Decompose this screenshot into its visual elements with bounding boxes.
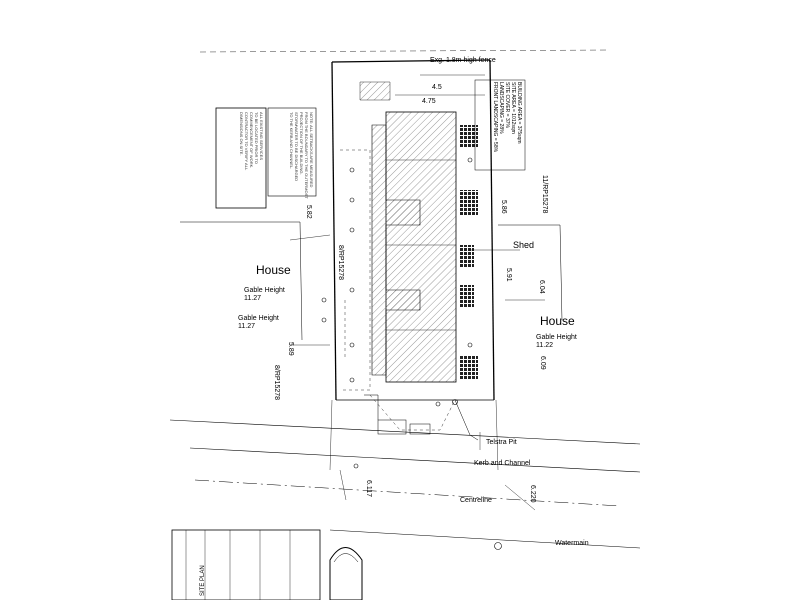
lot-centre-label: 8/RP15278 bbox=[337, 245, 344, 281]
gable-left-1-label: Gable Height bbox=[244, 287, 285, 294]
notes-right-text: NOTE: ALL SETBACKS ARE MEASURED FROM THE… bbox=[289, 112, 314, 199]
notes-left-text: ALL EXISTING SERVICES TO BE LOCATED PRIO… bbox=[239, 112, 264, 171]
dim-6-04: 6.04 bbox=[538, 280, 545, 294]
dim-5-89: 5.89 bbox=[287, 342, 294, 356]
gable-right-value: 11.22 bbox=[536, 342, 553, 349]
lot-right-label: 11/RP15278 bbox=[541, 175, 548, 214]
watermain-label: Watermain bbox=[555, 540, 589, 547]
site-table-line: BUILDING AREA = 375sqm bbox=[516, 82, 522, 144]
site-table-line: SITE COVER = 37% bbox=[504, 82, 510, 128]
dim-6-117: 6.117 bbox=[365, 480, 372, 497]
gable-right-label: Gable Height bbox=[536, 334, 577, 341]
kerb-channel-label: Kerb and Channel bbox=[474, 460, 531, 467]
dim-5-82: 5.82 bbox=[305, 205, 312, 219]
house-left-label: House bbox=[256, 263, 291, 277]
dim-4-75: 4.75 bbox=[422, 98, 436, 105]
north-arrow bbox=[329, 547, 363, 600]
site-table-line: FRONT LANDSCAPING = 58% bbox=[492, 82, 498, 153]
site-boundary bbox=[169, 49, 641, 549]
telstra-pit-label: Telstra Pit bbox=[486, 439, 517, 446]
dim-5-86: 5.86 bbox=[500, 200, 507, 214]
dim-6-220: 6.220 bbox=[529, 485, 536, 503]
dimension-lines bbox=[289, 74, 545, 511]
site-table-box bbox=[474, 79, 526, 171]
entry-works bbox=[364, 394, 479, 441]
notes-box-mid bbox=[267, 107, 317, 197]
shed-label: Shed bbox=[513, 240, 535, 250]
centreline-label: Centreline bbox=[460, 497, 492, 504]
stair-hatch bbox=[359, 81, 391, 101]
house-right-label: House bbox=[540, 314, 575, 328]
gable-left-2-value: 11.27 bbox=[238, 323, 255, 330]
dim-4-5: 4.5 bbox=[432, 84, 442, 91]
title-block bbox=[171, 529, 321, 600]
gable-left-1-value: 11.27 bbox=[244, 295, 261, 302]
building-footprint bbox=[371, 111, 457, 383]
gable-left-2-label: Gable Height bbox=[238, 315, 279, 322]
site-table: BUILDING AREA = 375sqm SITE AREA = 1012s… bbox=[492, 82, 522, 152]
dim-6-09: 6.09 bbox=[539, 356, 546, 370]
dim-5-91: 5.91 bbox=[505, 268, 512, 282]
notes-box-left bbox=[215, 107, 267, 209]
title-block-project: SITE PLAN bbox=[200, 565, 206, 596]
site-markers bbox=[321, 157, 502, 550]
lot-bottom-left-label: 8/RP15278 bbox=[273, 365, 280, 401]
driveway-outline bbox=[340, 149, 456, 431]
fence-label: Exg. 1.8m high fence bbox=[430, 57, 496, 64]
site-table-line: LANDSCAPING = 28% bbox=[498, 82, 504, 134]
paving-blocks bbox=[460, 125, 478, 379]
